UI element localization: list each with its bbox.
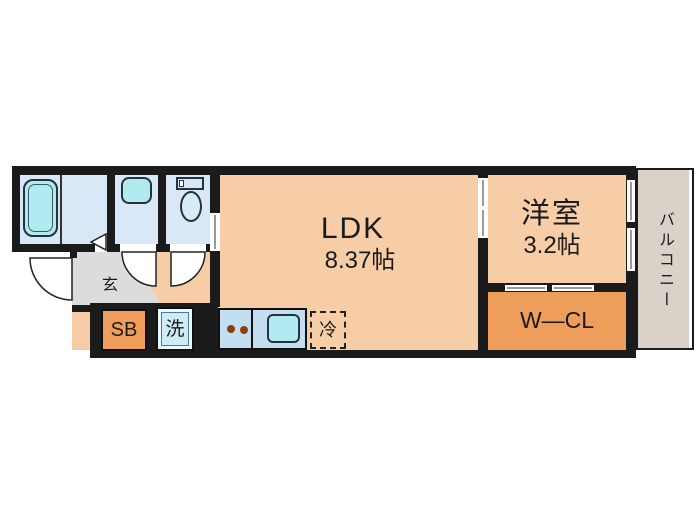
toilet-bowl (180, 191, 202, 222)
walk-in-closet-label: W—CL (519, 306, 595, 333)
wcl-sliding-door-right (552, 285, 594, 291)
ldk-western-sliding-door (478, 178, 488, 238)
laundry-pan: 洗 (156, 307, 194, 351)
shoe-box-label: SB (110, 319, 138, 341)
stove-burner-2 (240, 326, 248, 334)
kitchen-sink (267, 314, 300, 343)
balcony-window-upper (627, 180, 635, 222)
balcony-deck (638, 170, 689, 348)
toilet-door-opening (170, 244, 206, 252)
bathtub (23, 179, 58, 237)
washroom-door-opening (120, 244, 156, 252)
bathtub-partition (60, 175, 62, 244)
laundry-label: 洗 (165, 318, 185, 340)
ldk-name: LDK (320, 212, 386, 245)
laundry-pan-inner: 洗 (161, 312, 189, 346)
toilet-door-arc (170, 251, 206, 287)
refrigerator-label: 冷 (319, 320, 337, 340)
kitchen-counter (218, 308, 307, 350)
washbasin-sink (121, 177, 152, 204)
wall-bottom (90, 350, 636, 358)
wall-left (12, 166, 20, 252)
wall-genkan-stub (70, 244, 77, 258)
wall-bath-washroom (107, 175, 115, 244)
wall-top (12, 166, 636, 175)
refrigerator-space: 冷 (310, 311, 346, 349)
ldk-size: 8.37帖 (324, 247, 396, 274)
hall-ldk-doorway (210, 213, 220, 251)
wcl-sliding-door-left (505, 285, 547, 291)
wall-wet-bottom (12, 244, 220, 252)
entrance-door-arc (29, 257, 73, 301)
western-room-name: 洋室 (520, 198, 583, 230)
walk-in-closet-floor (488, 292, 626, 350)
toilet-tank (176, 177, 204, 190)
balcony-label: バルコニー (656, 211, 673, 311)
counter-divider (251, 310, 253, 348)
wall-ldk-western (478, 166, 488, 358)
balcony-window-lower (627, 228, 635, 271)
western-room-size: 3.2帖 (523, 232, 581, 259)
genkan-label: 玄 (101, 277, 118, 294)
stove-burner-1 (227, 325, 235, 333)
wall-genkan-bottom (72, 305, 101, 312)
shoe-box: SB (101, 309, 147, 351)
balcony-area: バルコニー (636, 168, 694, 350)
wall-washroom-toilet (158, 175, 166, 244)
washroom-door-arc (121, 251, 157, 287)
bath-folding-door (89, 232, 107, 252)
